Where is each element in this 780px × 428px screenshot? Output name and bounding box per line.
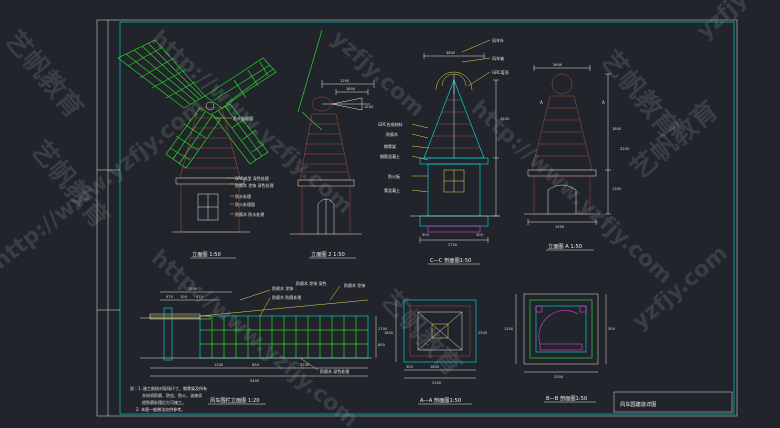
watermark-layer: http://www.yzfjy.com 艺帆教育 艺帆教育 http://ww… xyxy=(0,0,753,428)
callout-label: 防火处理面 xyxy=(235,201,255,207)
callout-label: GRC合成材料 xyxy=(378,121,402,127)
dimension-label: 100 xyxy=(180,295,188,299)
dimension-label: 800 xyxy=(378,343,386,347)
view-caption: 立面图 2 1:50 xyxy=(311,250,345,258)
windmill-sail-4 xyxy=(211,103,269,165)
dimension-label: 470 xyxy=(196,295,204,299)
roof-band xyxy=(175,177,245,185)
view-elevation-a: A A 3600 1500 1300 1800 3200 立面图 A 1:50 xyxy=(524,63,630,251)
roof-brick-courses xyxy=(182,117,238,169)
dimension-label: 300 xyxy=(406,365,414,369)
note-line: 说 : 1. 施工前核对现场尺寸，钢骨架及所有 xyxy=(130,385,207,391)
dimension-label: 2700 xyxy=(378,327,388,331)
view-caption: C—C 剖面图1:50 xyxy=(430,256,471,264)
note-line: 经防腐处理后方可施工。 xyxy=(142,399,186,405)
dimension-label: 470 xyxy=(166,295,174,299)
view-fence-elevation: 防腐木 涂饰 防腐木 防腐处理 防腐木 涂饰 深色 防腐木 涂饰 防腐木 深色处… xyxy=(140,280,388,405)
construction-notes: 说 : 1. 施工前核对现场尺寸，钢骨架及所有 木材须防腐、防虫、防火，油漆须 … xyxy=(130,385,207,412)
dimension-label: 1800 xyxy=(384,331,394,335)
dimension-label: 2500 xyxy=(478,331,488,335)
callout-label: 防腐木 涂饰 xyxy=(272,285,293,291)
drawing-title: 风车园建造详图 xyxy=(620,400,656,408)
view-section-bb: 2500 1200 300 B—B 剖面图1:50 xyxy=(504,293,616,403)
foundation xyxy=(419,215,489,227)
dimension-label: 2500 xyxy=(432,381,442,385)
dimension-label: 1800 xyxy=(612,127,622,131)
center-hatch xyxy=(431,323,449,339)
dimension-label: 2500 xyxy=(554,375,564,379)
callout-label: 钢筋混凝土 xyxy=(380,153,400,159)
note-line: 木材须防腐、防虫、防火，油漆须 xyxy=(142,392,202,398)
callout-label: 防腐木 深色处理 xyxy=(320,368,349,374)
view-caption: 立面图 A 1:50 xyxy=(548,242,582,250)
callout-label: GRC塔顶 xyxy=(492,69,508,75)
dimension-label: 1300 xyxy=(612,187,622,191)
callout-label: 防腐木 涂饰 深色处理 xyxy=(235,182,274,188)
sail-side-view xyxy=(297,29,323,113)
dimension-label: 300 xyxy=(422,233,430,237)
dimension-label: 1500 xyxy=(188,287,198,291)
dimension-label: 1500 xyxy=(555,225,565,229)
outer-frame xyxy=(96,19,738,417)
fence-pickets xyxy=(200,316,368,358)
inner-frame xyxy=(119,21,735,415)
title-block: 风车园建造详图 xyxy=(613,391,733,413)
fence-post xyxy=(163,307,173,361)
view-caption: 风车围栏立面图 1:20 xyxy=(210,396,260,404)
arc-wall xyxy=(538,310,579,345)
dimension-label: 5400 xyxy=(250,379,260,383)
view-caption: 立面图 1:50 xyxy=(192,250,221,258)
watermark-text: http://www.yzfjy.com xyxy=(466,96,677,289)
dimension-label: 1200 xyxy=(504,327,514,331)
brick-base xyxy=(180,183,240,233)
callout-label: 防火板 xyxy=(388,173,400,179)
dimension-label: 1800 xyxy=(346,87,356,91)
callout-label: 素混凝土 xyxy=(384,187,400,193)
dimension-label: 1200 xyxy=(364,105,374,109)
callout-label: 钢骨架 xyxy=(384,143,396,149)
plan-outer xyxy=(403,299,477,363)
dimension-label: 3600 xyxy=(446,51,456,55)
dimension-label: 300 xyxy=(608,327,616,331)
plan-outer xyxy=(523,293,599,365)
dimension-label: 3600 xyxy=(553,63,563,67)
dimension-label: 2700 xyxy=(448,243,458,247)
view-front-right: 1290 1800 1200 立面图 2 1:50 xyxy=(290,29,375,259)
dimension-label: 1200 xyxy=(214,363,224,367)
callout-label: 风车轴 xyxy=(492,55,504,61)
dimension-label: 1800 xyxy=(430,365,440,369)
arched-opening xyxy=(547,184,577,214)
callout-label: GRC成型 深色处理 xyxy=(235,175,269,181)
callout-label: 防腐木 涂饰 深色 xyxy=(296,280,327,286)
section-mark-a: A xyxy=(540,100,543,105)
watermark-text: http://www.yzfjy.com xyxy=(0,94,210,275)
watermark-text: yzfjy.com xyxy=(326,26,429,122)
watermark-text: yzfjy xyxy=(692,0,752,44)
dimension-label: 650 xyxy=(252,363,260,367)
view-section-aa: 1800 2500 300 1800 2500 A—A 剖面图1:50 xyxy=(384,299,488,405)
view-front-left: 防水处理面 GRC成型 深色处理 防腐木 涂饰 深色处理 防水处理 防火处理面 … xyxy=(117,39,277,259)
watermark-text: 艺帆教育 xyxy=(0,25,89,125)
callout-label: 防腐木 防水处理 xyxy=(235,211,264,217)
dimension-label: 3250 xyxy=(300,363,310,367)
cap-dome xyxy=(551,73,573,95)
dimension-label: 1500 xyxy=(500,117,510,121)
callout-label: 防腐木 防腐处理 xyxy=(272,294,301,300)
view-caption: A—A 剖面图1:50 xyxy=(420,396,461,404)
callout-label: 防腐木 涂饰 xyxy=(344,282,365,288)
callout-label: 防水处理面 xyxy=(233,115,253,121)
windmill-sail-2 xyxy=(204,57,277,109)
dimension-label: 3200 xyxy=(620,147,630,151)
note-line: 2. 本图一般做法仅供参考。 xyxy=(136,406,185,412)
callout-label: 风车叶 xyxy=(492,37,504,43)
hub xyxy=(205,101,215,111)
view-section-cc: 风车叶 风车轴 GRC塔顶 GRC合成材料 防腐木 钢骨架 钢筋混凝土 防火板 … xyxy=(378,37,510,265)
dimension-label: 300 xyxy=(476,233,484,237)
callout-label: 防腐木 xyxy=(386,131,398,137)
callout-label: 防水处理 xyxy=(235,193,251,199)
view-caption: B—B 剖面图1:50 xyxy=(546,394,587,402)
section-mark-a: A xyxy=(602,100,605,105)
dimension-label: 1290 xyxy=(340,79,350,83)
